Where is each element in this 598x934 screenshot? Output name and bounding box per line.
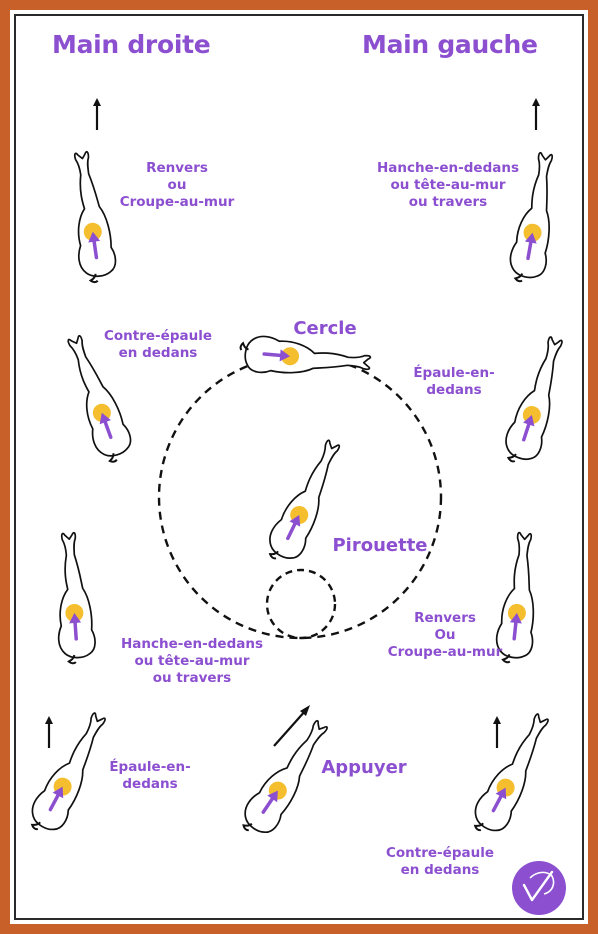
label-pirouette: Pirouette — [325, 535, 435, 557]
label-hanche-en-dedans-right: Hanche-en-dedans ou tête-au-mur ou trave… — [368, 160, 528, 211]
direction-arrow-icon — [45, 716, 53, 748]
pirouette-path — [267, 570, 335, 638]
horse-icon — [239, 334, 372, 381]
label-renvers-croupe-au-mur-right: Renvers Ou Croupe-au-mur — [380, 610, 510, 661]
direction-arrow-icon — [93, 98, 101, 130]
direction-arrow-icon — [532, 98, 540, 130]
label-appuyer: Appuyer — [314, 757, 414, 779]
label-hanche-en-dedans-left: Hanche-en-dedans ou tête-au-mur ou trave… — [104, 636, 280, 687]
direction-arrow-icon — [493, 716, 501, 748]
horse-icon — [500, 333, 575, 468]
label-epaule-en-dedans-left: Épaule-en- dedans — [100, 759, 200, 793]
horse-icon — [51, 532, 96, 664]
label-contre-epaule-en-dedans-left: Contre-épaule en dedans — [88, 328, 228, 362]
label-cercle: Cercle — [280, 318, 370, 340]
direction-arrow-icon — [274, 705, 310, 746]
label-epaule-en-dedans-right: Épaule-en- dedans — [404, 365, 504, 399]
logo-badge-icon — [512, 861, 566, 915]
label-contre-epaule-en-dedans-right: Contre-épaule en dedans — [370, 845, 510, 879]
label-renvers-croupe-au-mur: Renvers ou Croupe-au-mur — [102, 160, 252, 211]
horse-icon — [467, 709, 560, 841]
